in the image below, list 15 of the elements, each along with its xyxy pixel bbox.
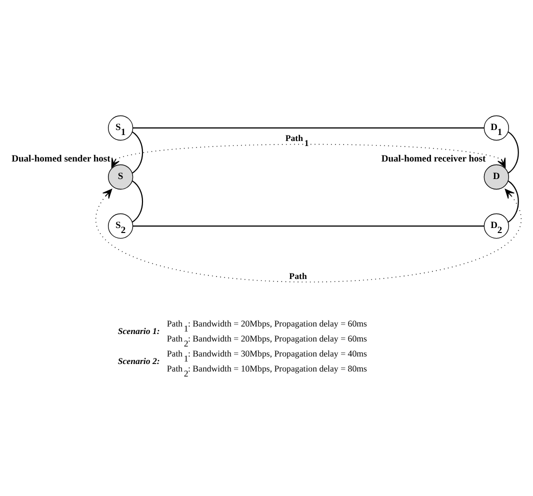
arrow (111, 143, 506, 168)
label: Scenario 1: (118, 325, 160, 336)
node-circle: D (484, 164, 509, 190)
edge-label: Path (289, 270, 307, 280)
connector (132, 131, 144, 174)
connector (508, 180, 519, 222)
arrow (96, 188, 522, 282)
node-circle: S (108, 164, 134, 190)
connector (132, 224, 484, 226)
label: Scenario 2: (118, 355, 160, 366)
node-label: Dual-homed receiver host (381, 154, 486, 164)
connector (508, 131, 519, 174)
node-label: Dual-homed sender host (12, 154, 110, 164)
connector (132, 180, 144, 222)
connector (132, 126, 484, 128)
